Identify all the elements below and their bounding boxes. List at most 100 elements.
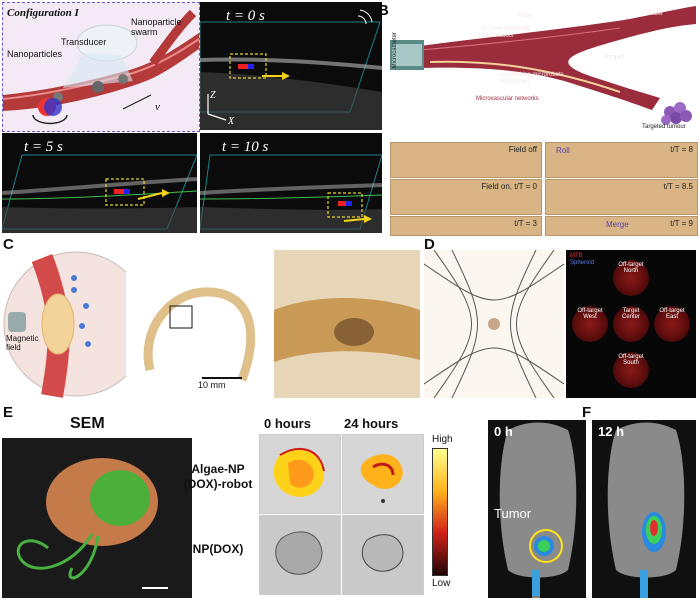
magnetic-field-line1: Magnetic [6, 334, 39, 343]
ultrasound-frame-t5: t = 5 s [2, 133, 197, 233]
spheroid-east [654, 306, 690, 342]
micrograph-label-field-on: Field on, t/T = 0 [481, 182, 537, 191]
panel-label-e: E [3, 404, 14, 421]
fluorescence-algae-0h [259, 434, 341, 514]
propel-label: Propel [604, 54, 625, 61]
microcatheter-label: Microcatheter [392, 32, 398, 69]
mouse-image-0h: 0 h Tumor [488, 420, 586, 598]
micrograph-t3: t/T = 3 [390, 216, 542, 236]
east-text: East [665, 314, 678, 320]
magnetic-field-label: Magnetic field [6, 334, 38, 352]
field-line-diagram [423, 249, 565, 399]
tumor-label: Tumor [494, 506, 532, 521]
north-off-target-text: Off-target [618, 262, 644, 268]
tumour-label: Targeted tumour [642, 124, 686, 130]
vessel-zoom-photo [274, 250, 420, 398]
west-off-target-text: Off-target [577, 308, 603, 314]
panel-label-d: D [424, 236, 435, 253]
fluorescence-np-0h [259, 515, 341, 595]
time-label-0h: 0 h [494, 424, 513, 439]
micrograph-label-t8-5: t/T = 8.5 [663, 182, 693, 191]
row-algae-np-line2: (DOX)-robot [183, 477, 253, 491]
micrograph-label-t3: t/T = 3 [514, 219, 537, 228]
merge-label: Merge [606, 220, 629, 229]
time-label-t5: t = 5 s [24, 139, 63, 155]
micrograph-field-on: Field on, t/T = 0 [390, 179, 542, 215]
ultrasound-frame-t0: t = 0 s Z X [200, 2, 382, 130]
south-text: South [623, 360, 639, 366]
swarm-label-line1: Nanoparticle [131, 17, 182, 27]
transducer-label: Transducer [61, 37, 107, 47]
networks-label: Microvascular networks [476, 96, 539, 102]
config-title: Configuration I [7, 7, 79, 19]
blood-vessel-illustration [2, 9, 200, 125]
panel-label-f: F [582, 404, 592, 421]
sem-image [2, 438, 192, 598]
north-text: North [623, 268, 639, 274]
microvascular-illustration: Flow Flow Propel (i) Free-swimming micro… [390, 2, 696, 132]
fluorescence-np-24h [342, 515, 424, 595]
velocity-label: v [155, 101, 160, 113]
fluorescence-algae-24h [342, 434, 424, 514]
flow-label-1: Flow [518, 12, 533, 19]
spheroid-south [613, 352, 649, 388]
vessel-specimen-photo: 10 mm [130, 250, 270, 398]
flocking-label: (ii) Flocking microrobots on the AMT [500, 72, 564, 86]
column-0-hours: 0 hours [264, 416, 311, 431]
column-24-hours: 24 hours [344, 416, 399, 431]
ultrasound-frame-t10: t = 10 s [200, 133, 382, 233]
row-algae-np-label: Algae-NP (DOX)-robot [180, 462, 256, 492]
micrograph-t8: t/T = 8 Roll [545, 142, 698, 178]
center-text: Center [621, 314, 640, 320]
west-text: West [583, 314, 597, 320]
panel-label-c: C [3, 236, 14, 253]
time-label-t0: t = 0 s [226, 8, 265, 24]
roll-label: Roll [556, 146, 570, 155]
east-off-target-text: Off-target [659, 308, 685, 314]
free-swimming-line1: (i) Free-swimming [482, 26, 530, 32]
z-axis-label: Z [210, 90, 216, 101]
micrograph-field-off: Field off [390, 142, 542, 178]
colorbar-high-label: High [432, 434, 453, 445]
flocking-line1: (ii) Flocking microrobots [500, 72, 564, 78]
flow-label-2: Flow [648, 10, 663, 17]
time-label-12h: 12 h [598, 424, 625, 439]
free-swimming-label: (i) Free-swimming microrobots [482, 26, 530, 40]
micrograph-label-t9: t/T = 9 [670, 219, 693, 228]
micrograph-label-t8: t/T = 8 [670, 145, 693, 154]
intensity-colorbar [432, 448, 448, 576]
mouse-image-12h: 12 h [592, 420, 696, 598]
spheroid-north [613, 260, 649, 296]
configuration-schematic: Configuration I Transducer Nanoparticle … [2, 2, 200, 132]
spheroid-label: Spheroid [570, 260, 595, 266]
center-target-text: Target [622, 308, 640, 314]
spheroid-west [572, 306, 608, 342]
panel-label-b: B [378, 2, 389, 19]
free-swimming-line2: microrobots [482, 33, 514, 39]
mtb-label: MTB [570, 253, 583, 259]
micrograph-t9: t/T = 9 Merge [545, 216, 698, 236]
x-axis-label: X [228, 116, 235, 127]
row-np-dox-label: NP(DOX) [192, 542, 244, 556]
colorbar-low-label: Low [432, 578, 451, 589]
magnetic-field-illustration: Magnetic field [2, 250, 149, 398]
south-off-target-text: Off-target [618, 354, 644, 360]
flocking-line2: on the AMT [500, 79, 531, 85]
spheroid-center [613, 306, 649, 342]
time-label-t10: t = 10 s [222, 139, 269, 155]
micrograph-label-field-off: Field off [508, 145, 537, 154]
micrograph-t8-5: t/T = 8.5 [545, 179, 698, 215]
sem-title: SEM [70, 415, 105, 432]
nanoparticles-label: Nanoparticles [7, 49, 63, 59]
swarm-label: Nanoparticle swarm [131, 17, 182, 37]
swarm-label-line2: swarm [131, 27, 158, 37]
row-algae-np-line1: Algae-NP [191, 462, 245, 476]
magnetic-field-line2: field [6, 343, 21, 352]
scale-bar-label: 10 mm [198, 380, 226, 390]
